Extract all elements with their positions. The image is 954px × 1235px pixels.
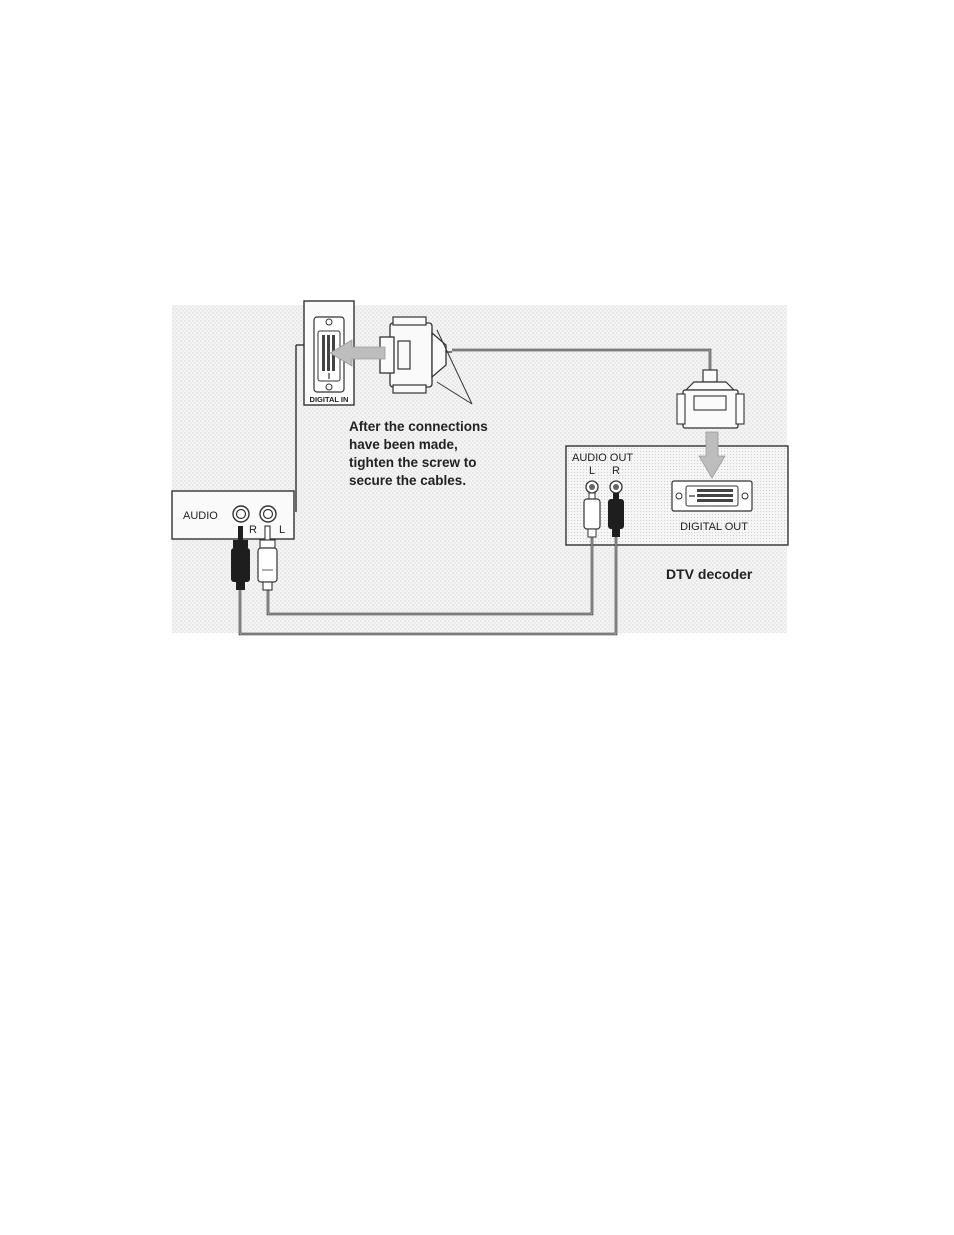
- callout-line-1: After the connections: [349, 419, 488, 434]
- audio-label: AUDIO: [183, 510, 218, 522]
- decoder-audio-jack-l: [586, 481, 598, 493]
- dtv-decoder-panel: AUDIO OUT L R DIGITAL OUT: [566, 446, 788, 545]
- tv-r-label: R: [249, 524, 257, 536]
- tv-audio-jack-r: [233, 506, 249, 522]
- tv-audio-jack-l: [260, 506, 276, 522]
- digital-out-label: DIGITAL OUT: [680, 521, 748, 533]
- decoder-audio-jack-r: [610, 481, 622, 493]
- audio-out-label: AUDIO OUT: [572, 452, 633, 464]
- dtv-decoder-caption: DTV decoder: [666, 566, 753, 582]
- decoder-l-label: L: [589, 465, 595, 477]
- tv-l-label: L: [279, 524, 285, 536]
- callout-line-3: tighten the screw to: [349, 455, 477, 470]
- decoder-r-label: R: [612, 465, 620, 477]
- callout-line-4: secure the cables.: [349, 473, 466, 488]
- tv-audio-panel: AUDIO R L: [172, 491, 294, 539]
- callout-line-2: have been made,: [349, 437, 458, 452]
- dvi-out-socket: [672, 481, 752, 511]
- digital-in-label: DIGITAL IN: [310, 395, 349, 404]
